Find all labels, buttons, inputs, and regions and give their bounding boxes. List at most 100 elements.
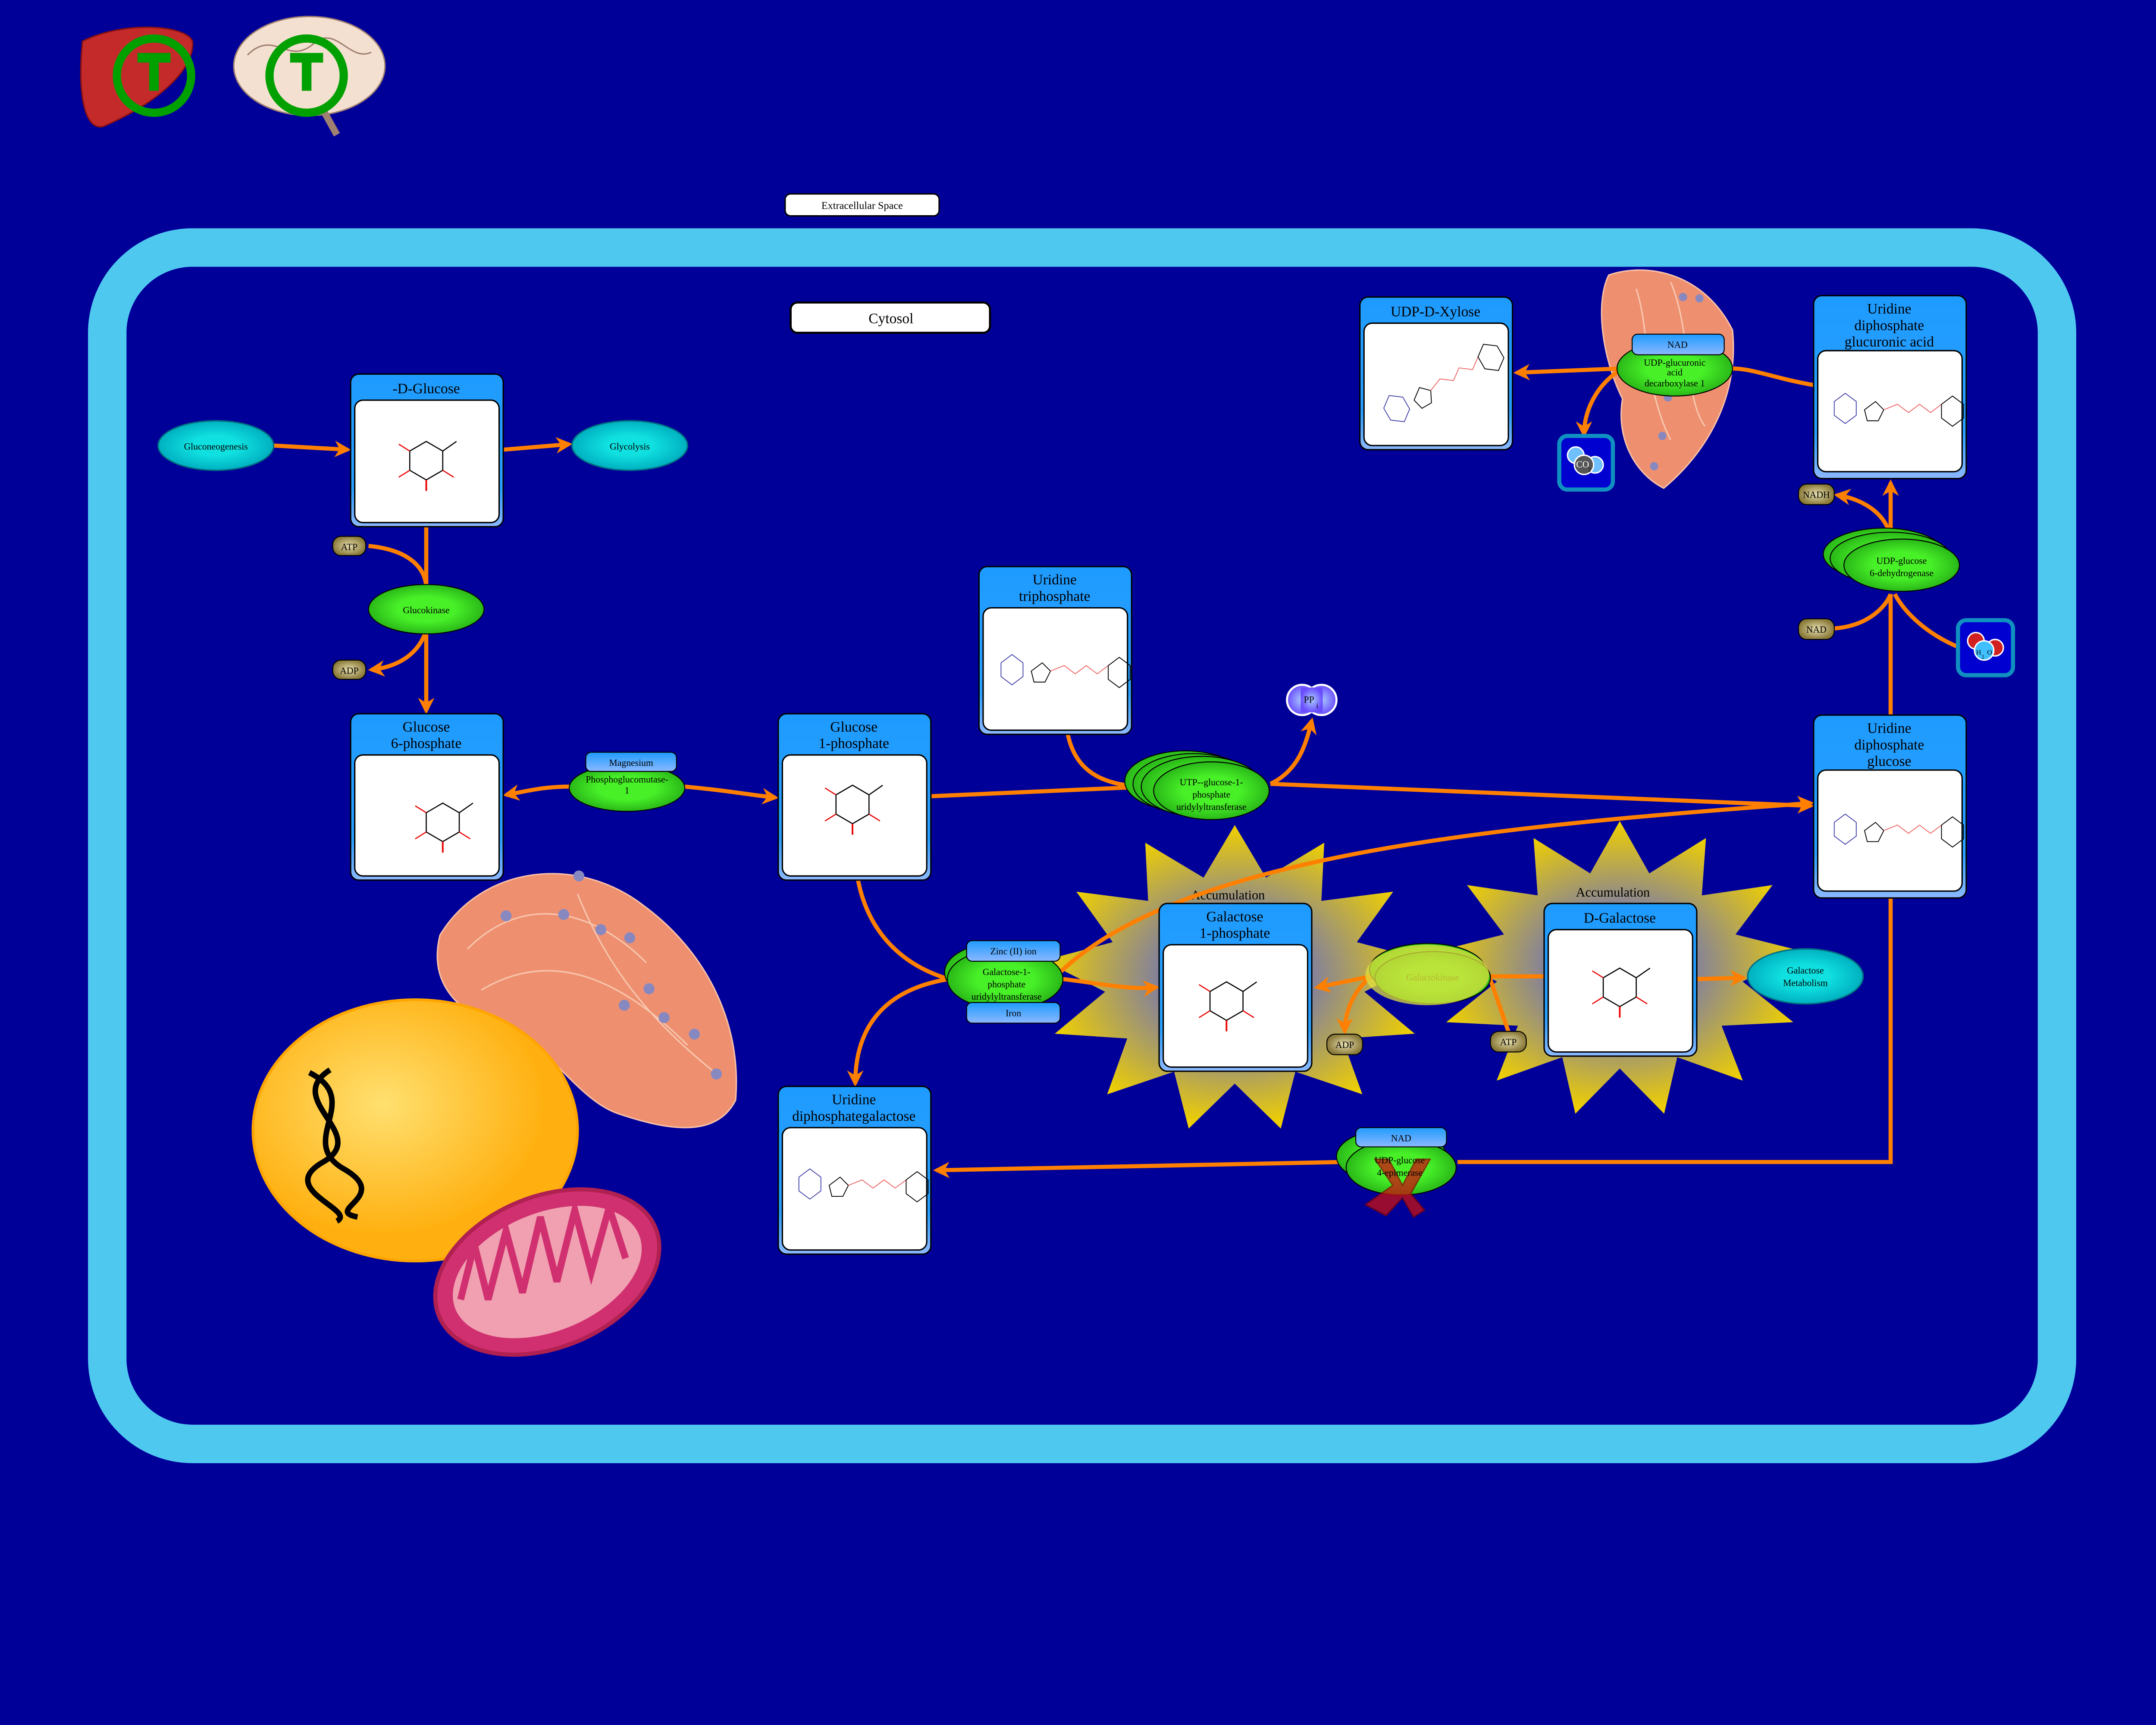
metabolite-uridine-triphosphate[interactable]: Uridine triphosphate: [978, 566, 1132, 735]
svg-text:Uridine: Uridine: [1867, 301, 1911, 317]
svg-text:acid: acid: [1667, 367, 1683, 378]
svg-text:triphosphate: triphosphate: [1019, 588, 1090, 604]
metabolite-udp-glucuronic-acid[interactable]: Uridine diphosphate glucuronic acid: [1813, 295, 1967, 480]
svg-text:Gluconeogenesis: Gluconeogenesis: [184, 442, 248, 452]
svg-text:NADH: NADH: [1803, 489, 1830, 500]
dna-icon: [305, 1067, 364, 1224]
svg-text:i: i: [1316, 703, 1319, 710]
svg-text:Glucokinase: Glucokinase: [403, 605, 449, 615]
svg-text:CO: CO: [1576, 459, 1589, 470]
mitochondrion-icon: [433, 1187, 661, 1357]
molecule-nad[interactable]: NAD: [1798, 618, 1835, 640]
cofactor-nad[interactable]: [1631, 333, 1725, 355]
svg-text:glucose: glucose: [1867, 753, 1911, 769]
svg-text:phosphate: phosphate: [987, 979, 1025, 990]
svg-text:Extracellular Space: Extracellular Space: [821, 200, 903, 212]
molecule-adp[interactable]: ADP: [1326, 1033, 1363, 1055]
cofactor-magnesium[interactable]: [585, 752, 677, 772]
endoplasmic-reticulum-icon: [436, 870, 737, 1129]
metabolite-glucose-1-phosphate[interactable]: Glucose 1-phosphate: [777, 713, 932, 881]
svg-text:Glucose: Glucose: [403, 719, 450, 735]
svg-text:NAD: NAD: [1667, 340, 1688, 350]
svg-text:4-epimerase: 4-epimerase: [1377, 1167, 1423, 1178]
svg-text:Glucose: Glucose: [830, 719, 877, 735]
svg-text:Galactose: Galactose: [1787, 966, 1824, 976]
svg-text:D-Galactose: D-Galactose: [1584, 910, 1656, 926]
svg-text:2: 2: [1981, 654, 1984, 660]
liver-icon: [80, 26, 195, 128]
molecule-co2[interactable]: CO 2: [1557, 434, 1615, 492]
accumulation-label: Accumulation: [1576, 885, 1650, 900]
cofactor-nad[interactable]: [1355, 1127, 1447, 1148]
svg-text:Uridine: Uridine: [1867, 721, 1911, 737]
svg-text:O: O: [1987, 649, 1992, 656]
svg-text:Galactokinase: Galactokinase: [1406, 972, 1459, 983]
metabolite-glucose-6-phosphate[interactable]: Glucose 6-phosphate: [350, 713, 504, 881]
molecule-water[interactable]: H 2 O: [1956, 618, 2015, 677]
svg-text:1: 1: [625, 785, 630, 796]
svg-text:2: 2: [1588, 467, 1591, 473]
svg-text:ATP: ATP: [1500, 1037, 1517, 1047]
svg-text:Galactose-1-: Galactose-1-: [983, 967, 1031, 977]
svg-text:6-phosphate: 6-phosphate: [391, 736, 462, 752]
cell-membrane: [88, 228, 2077, 1463]
svg-text:6-dehydrogenase: 6-dehydrogenase: [1870, 568, 1934, 578]
metabolite-d-galactose[interactable]: D-Galactose: [1543, 903, 1698, 1057]
enzyme-glucokinase[interactable]: Glucokinase: [368, 584, 485, 635]
metabolite-udp-glucose[interactable]: Uridine diphosphate glucose: [1813, 714, 1967, 899]
svg-text:Uridine: Uridine: [1033, 572, 1077, 588]
enzyme-udp-glucose-4-epimerase[interactable]: UDP-glucose 4-epimerase NAD: [1336, 1127, 1457, 1218]
svg-text:Uridine: Uridine: [832, 1092, 876, 1108]
svg-text:diphosphate: diphosphate: [1854, 317, 1924, 333]
pathway-gluconeogenesis[interactable]: Gluconeogenesis: [157, 420, 275, 471]
svg-text:glucuronic acid: glucuronic acid: [1845, 334, 1934, 350]
svg-text:UTP--glucose-1-: UTP--glucose-1-: [1180, 777, 1243, 787]
molecule-nadh[interactable]: NADH: [1798, 483, 1835, 505]
molecule-adp[interactable]: ADP: [332, 659, 367, 680]
svg-text:Iron: Iron: [1006, 1008, 1021, 1019]
enzyme-utp-glucose-1-phosphate-uridylyltransferase[interactable]: UTP--glucose-1- phosphate uridylyltransf…: [1124, 750, 1270, 820]
enzyme-udp-glucose-6-dehydrogenase[interactable]: UDP-glucose 6-dehydrogenase: [1823, 527, 1960, 592]
molecule-atp[interactable]: ATP: [1490, 1031, 1527, 1053]
svg-text:ADP: ADP: [340, 665, 358, 676]
extracellular-label: Extracellular Space: [784, 193, 940, 217]
svg-text:diphosphategalactose: diphosphategalactose: [792, 1108, 915, 1124]
pathway-diagram: Extracellular Space Cytosol Accumulation…: [80, 16, 2077, 1463]
enzyme-phosphoglucomutase-1[interactable]: Magnesium Phosphoglucomutase- 1: [569, 752, 686, 812]
pathway-galactose-metabolism[interactable]: Galactose Metabolism: [1747, 948, 1864, 1005]
svg-text:1-phosphate: 1-phosphate: [1200, 925, 1270, 941]
svg-text:Cytosol: Cytosol: [868, 310, 913, 326]
svg-text:NAD: NAD: [1391, 1133, 1411, 1144]
nucleus-icon: [251, 998, 579, 1263]
svg-text:Galactose: Galactose: [1206, 909, 1263, 925]
molecule-pyrophosphate[interactable]: PP i: [1286, 684, 1338, 716]
svg-text:ATP: ATP: [341, 542, 358, 552]
svg-text:UDP-glucose: UDP-glucose: [1877, 555, 1927, 566]
svg-text:diphosphate: diphosphate: [1854, 737, 1924, 753]
svg-text:ADP: ADP: [1335, 1040, 1354, 1050]
metabolite-udp-galactose[interactable]: Uridine diphosphategalactose: [777, 1085, 932, 1255]
metabolite-udp-d-xylose[interactable]: UDP-D-Xylose: [1359, 296, 1514, 451]
svg-text:decarboxylase 1: decarboxylase 1: [1645, 378, 1705, 389]
metabolite-alpha-d-glucose[interactable]: -D-Glucose: [350, 373, 504, 527]
svg-text:phosphate: phosphate: [1192, 789, 1230, 800]
svg-text:Magnesium: Magnesium: [609, 758, 653, 768]
svg-text:uridylyltransferase: uridylyltransferase: [971, 991, 1041, 1002]
molecule-atp[interactable]: ATP: [332, 536, 367, 556]
reaction-arrows: [273, 364, 1958, 1179]
cofactor-iron[interactable]: [966, 1002, 1061, 1024]
svg-text:Phosphoglucomutase-: Phosphoglucomutase-: [586, 774, 668, 784]
enzyme-galactose-1-phosphate-uridylyltransferase[interactable]: Galactose-1- phosphate uridylyltransfera…: [944, 940, 1064, 1024]
pathway-glycolysis[interactable]: Glycolysis: [571, 420, 688, 471]
svg-text:uridylyltransferase: uridylyltransferase: [1176, 802, 1246, 812]
enzyme-udp-glucuronic-acid-decarboxylase-1[interactable]: UDP-glucuronic acid decarboxylase 1 NAD: [1616, 333, 1733, 397]
enzyme-galactokinase[interactable]: Galactokinase: [1365, 943, 1491, 1005]
brain-icon: [233, 16, 386, 137]
svg-text:H: H: [1976, 649, 1981, 656]
svg-text:NAD: NAD: [1806, 624, 1827, 635]
svg-text:Glycolysis: Glycolysis: [610, 442, 650, 452]
deficiency-x-icon: [1364, 1158, 1432, 1218]
cofactor-zinc-ion[interactable]: [966, 940, 1061, 962]
svg-text:PP: PP: [1304, 694, 1314, 705]
metabolite-galactose-1-phosphate[interactable]: Galactose 1-phosphate: [1158, 903, 1313, 1072]
